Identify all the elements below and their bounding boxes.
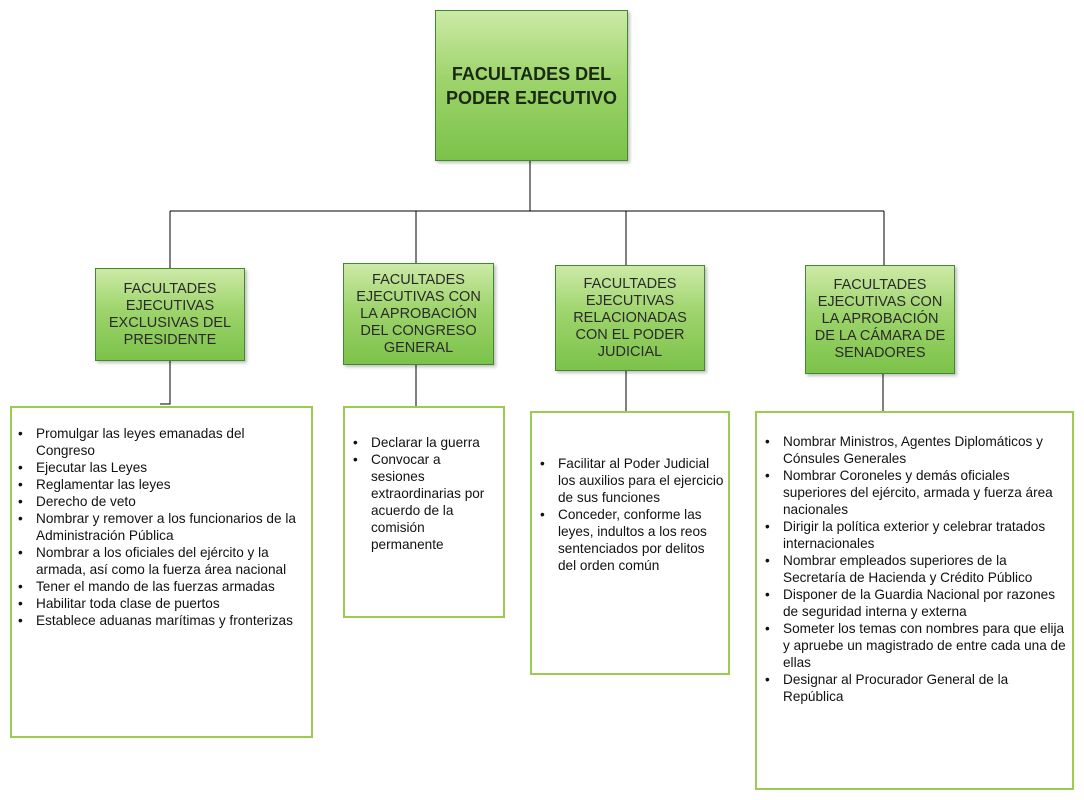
list-item: Declarar la guerra (351, 434, 497, 451)
list-item: Nombrar a los oficiales del ejército y l… (16, 544, 307, 578)
list-box-judicial: Facilitar al Poder Judicial los auxilios… (530, 411, 730, 675)
category-title: FACULTADES EJECUTIVAS CON LA APROBACIÓN … (814, 277, 946, 361)
category-title: FACULTADES EJECUTIVAS CON LA APROBACIÓN … (356, 271, 481, 356)
facultades-list: Promulgar las leyes emanadas del Congres… (16, 425, 307, 629)
root-title: FACULTADES DEL PODER EJECUTIVO (445, 63, 618, 108)
list-item: Dirigir la política exterior y celebrar … (763, 518, 1072, 552)
facultades-list: Nombrar Ministros, Agentes Diplomáticos … (763, 433, 1072, 705)
list-item: Nombrar y remover a los funcionarios de … (16, 510, 307, 544)
list-item: Disponer de la Guardia Nacional por razo… (763, 586, 1072, 620)
list-item: Derecho de veto (16, 493, 307, 510)
category-node-judicial: FACULTADES EJECUTIVAS RELACIONADAS CON E… (555, 265, 705, 371)
facultades-list: Declarar la guerra Convocar a sesiones e… (351, 434, 497, 553)
category-title: FACULTADES EJECUTIVAS EXCLUSIVAS DEL PRE… (108, 280, 232, 348)
list-item: Facilitar al Poder Judicial los auxilios… (538, 455, 726, 506)
list-box-exclusivas: Promulgar las leyes emanadas del Congres… (10, 406, 313, 738)
list-item: Nombrar Ministros, Agentes Diplomáticos … (763, 433, 1072, 467)
list-item: Habilitar toda clase de puertos (16, 595, 307, 612)
list-item: Designar al Procurador General de la Rep… (763, 671, 1072, 705)
facultades-list: Facilitar al Poder Judicial los auxilios… (538, 455, 726, 574)
root-node: FACULTADES DEL PODER EJECUTIVO (435, 10, 628, 161)
category-node-senadores: FACULTADES EJECUTIVAS CON LA APROBACIÓN … (805, 265, 955, 374)
list-box-senadores: Nombrar Ministros, Agentes Diplomáticos … (755, 411, 1074, 790)
list-item: Tener el mando de las fuerzas armadas (16, 578, 307, 595)
list-item: Establece aduanas marítimas y fronteriza… (16, 612, 307, 629)
list-item: Conceder, conforme las leyes, indultos a… (538, 506, 726, 574)
list-item: Nombrar Coroneles y demás oficiales supe… (763, 467, 1072, 518)
list-item: Promulgar las leyes emanadas del Congres… (16, 425, 307, 459)
list-box-congreso: Declarar la guerra Convocar a sesiones e… (343, 406, 505, 618)
category-title: FACULTADES EJECUTIVAS RELACIONADAS CON E… (573, 275, 687, 360)
list-item: Nombrar empleados superiores de la Secre… (763, 552, 1072, 586)
list-1-connector (160, 361, 171, 405)
category-node-exclusivas: FACULTADES EJECUTIVAS EXCLUSIVAS DEL PRE… (95, 268, 245, 361)
list-item: Ejecutar las Leyes (16, 459, 307, 476)
list-item: Someter los temas con nombres para que e… (763, 620, 1072, 671)
list-item: Reglamentar las leyes (16, 476, 307, 493)
category-node-congreso: FACULTADES EJECUTIVAS CON LA APROBACIÓN … (343, 263, 494, 365)
list-item: Convocar a sesiones extraordinarias por … (351, 451, 497, 553)
